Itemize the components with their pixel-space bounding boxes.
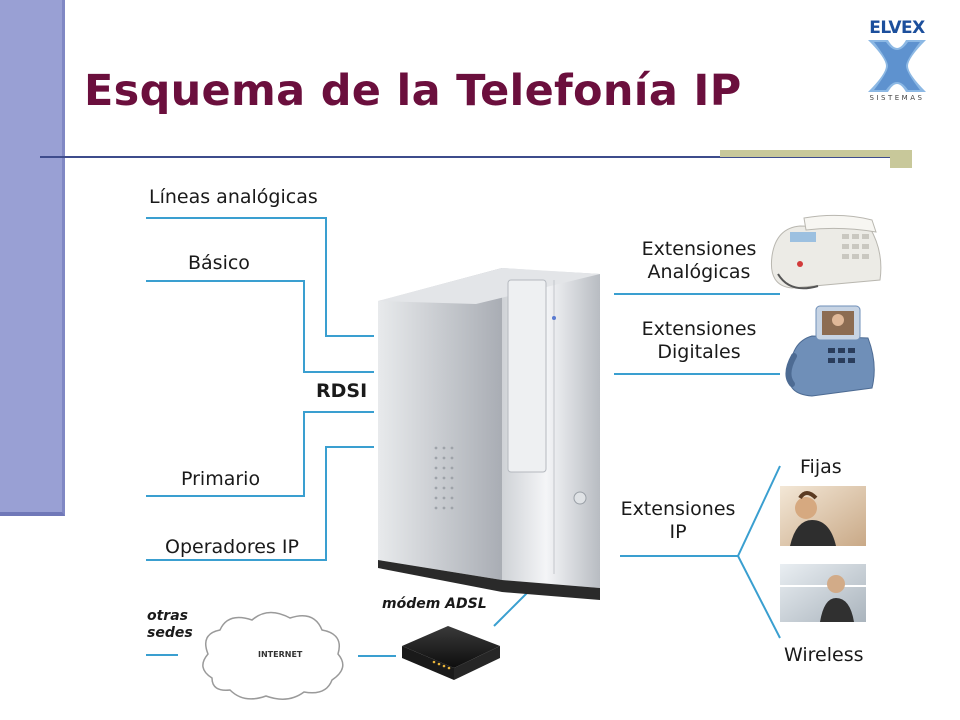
- analog-phone-icon: [770, 214, 882, 290]
- label-ext-digit-line2: Digitales: [657, 340, 741, 363]
- slide-title: Esquema de la Telefonía IP: [84, 66, 742, 116]
- label-ext-analog-line2: Analógicas: [647, 260, 751, 283]
- accent-corner: [890, 150, 912, 168]
- adsl-modem-icon: [402, 626, 500, 680]
- fixed-ip-user-photo: [780, 486, 866, 546]
- label-sedes: sedes: [147, 624, 193, 641]
- label-extensiones-analogicas: Extensiones Analógicas: [634, 238, 764, 284]
- telephony-diagram: Líneas analógicas Básico RDSI Primario O…: [100, 168, 888, 720]
- decorative-side-bar: [0, 0, 65, 516]
- label-extensiones-ip: Extensiones IP: [616, 498, 740, 544]
- label-ext-analog-line1: Extensiones: [641, 238, 757, 260]
- label-extensiones-digitales: Extensiones Digitales: [634, 318, 764, 364]
- label-modem-adsl: módem ADSL: [382, 596, 487, 612]
- diagram-graphics: [146, 214, 882, 700]
- label-internet: INTERNET: [258, 650, 303, 659]
- label-lineas-analogicas: Líneas analógicas: [149, 186, 318, 208]
- elvex-logo: ELVEX SISTEMAS: [862, 18, 932, 108]
- label-wireless: Wireless: [784, 644, 864, 666]
- internet-cloud-icon: [202, 611, 344, 700]
- label-otras-sedes: otras sedes: [147, 608, 193, 642]
- server-tower-icon: [378, 268, 600, 600]
- label-rdsi: RDSI: [316, 380, 368, 402]
- logo-subtitle: SISTEMAS: [869, 94, 925, 102]
- digital-phone-icon: [785, 305, 875, 397]
- label-ext-digit-line1: Extensiones: [641, 318, 757, 340]
- logo-name: ELVEX: [869, 18, 925, 38]
- right-extension-lines: [614, 293, 781, 639]
- left-trunk-lines: [146, 217, 533, 657]
- label-ext-ip-line2: IP: [669, 520, 687, 543]
- title-divider: [40, 156, 912, 158]
- label-fijas: Fijas: [800, 456, 842, 478]
- logo-x-mark-icon: [868, 40, 926, 92]
- label-operadores-ip: Operadores IP: [165, 536, 299, 558]
- label-ext-ip-line1: Extensiones: [620, 498, 736, 520]
- label-basico: Básico: [188, 252, 250, 274]
- accent-divider: [720, 150, 912, 157]
- wireless-ip-user-photo: [780, 564, 866, 622]
- label-primario: Primario: [181, 468, 261, 490]
- label-otras: otras: [147, 608, 188, 624]
